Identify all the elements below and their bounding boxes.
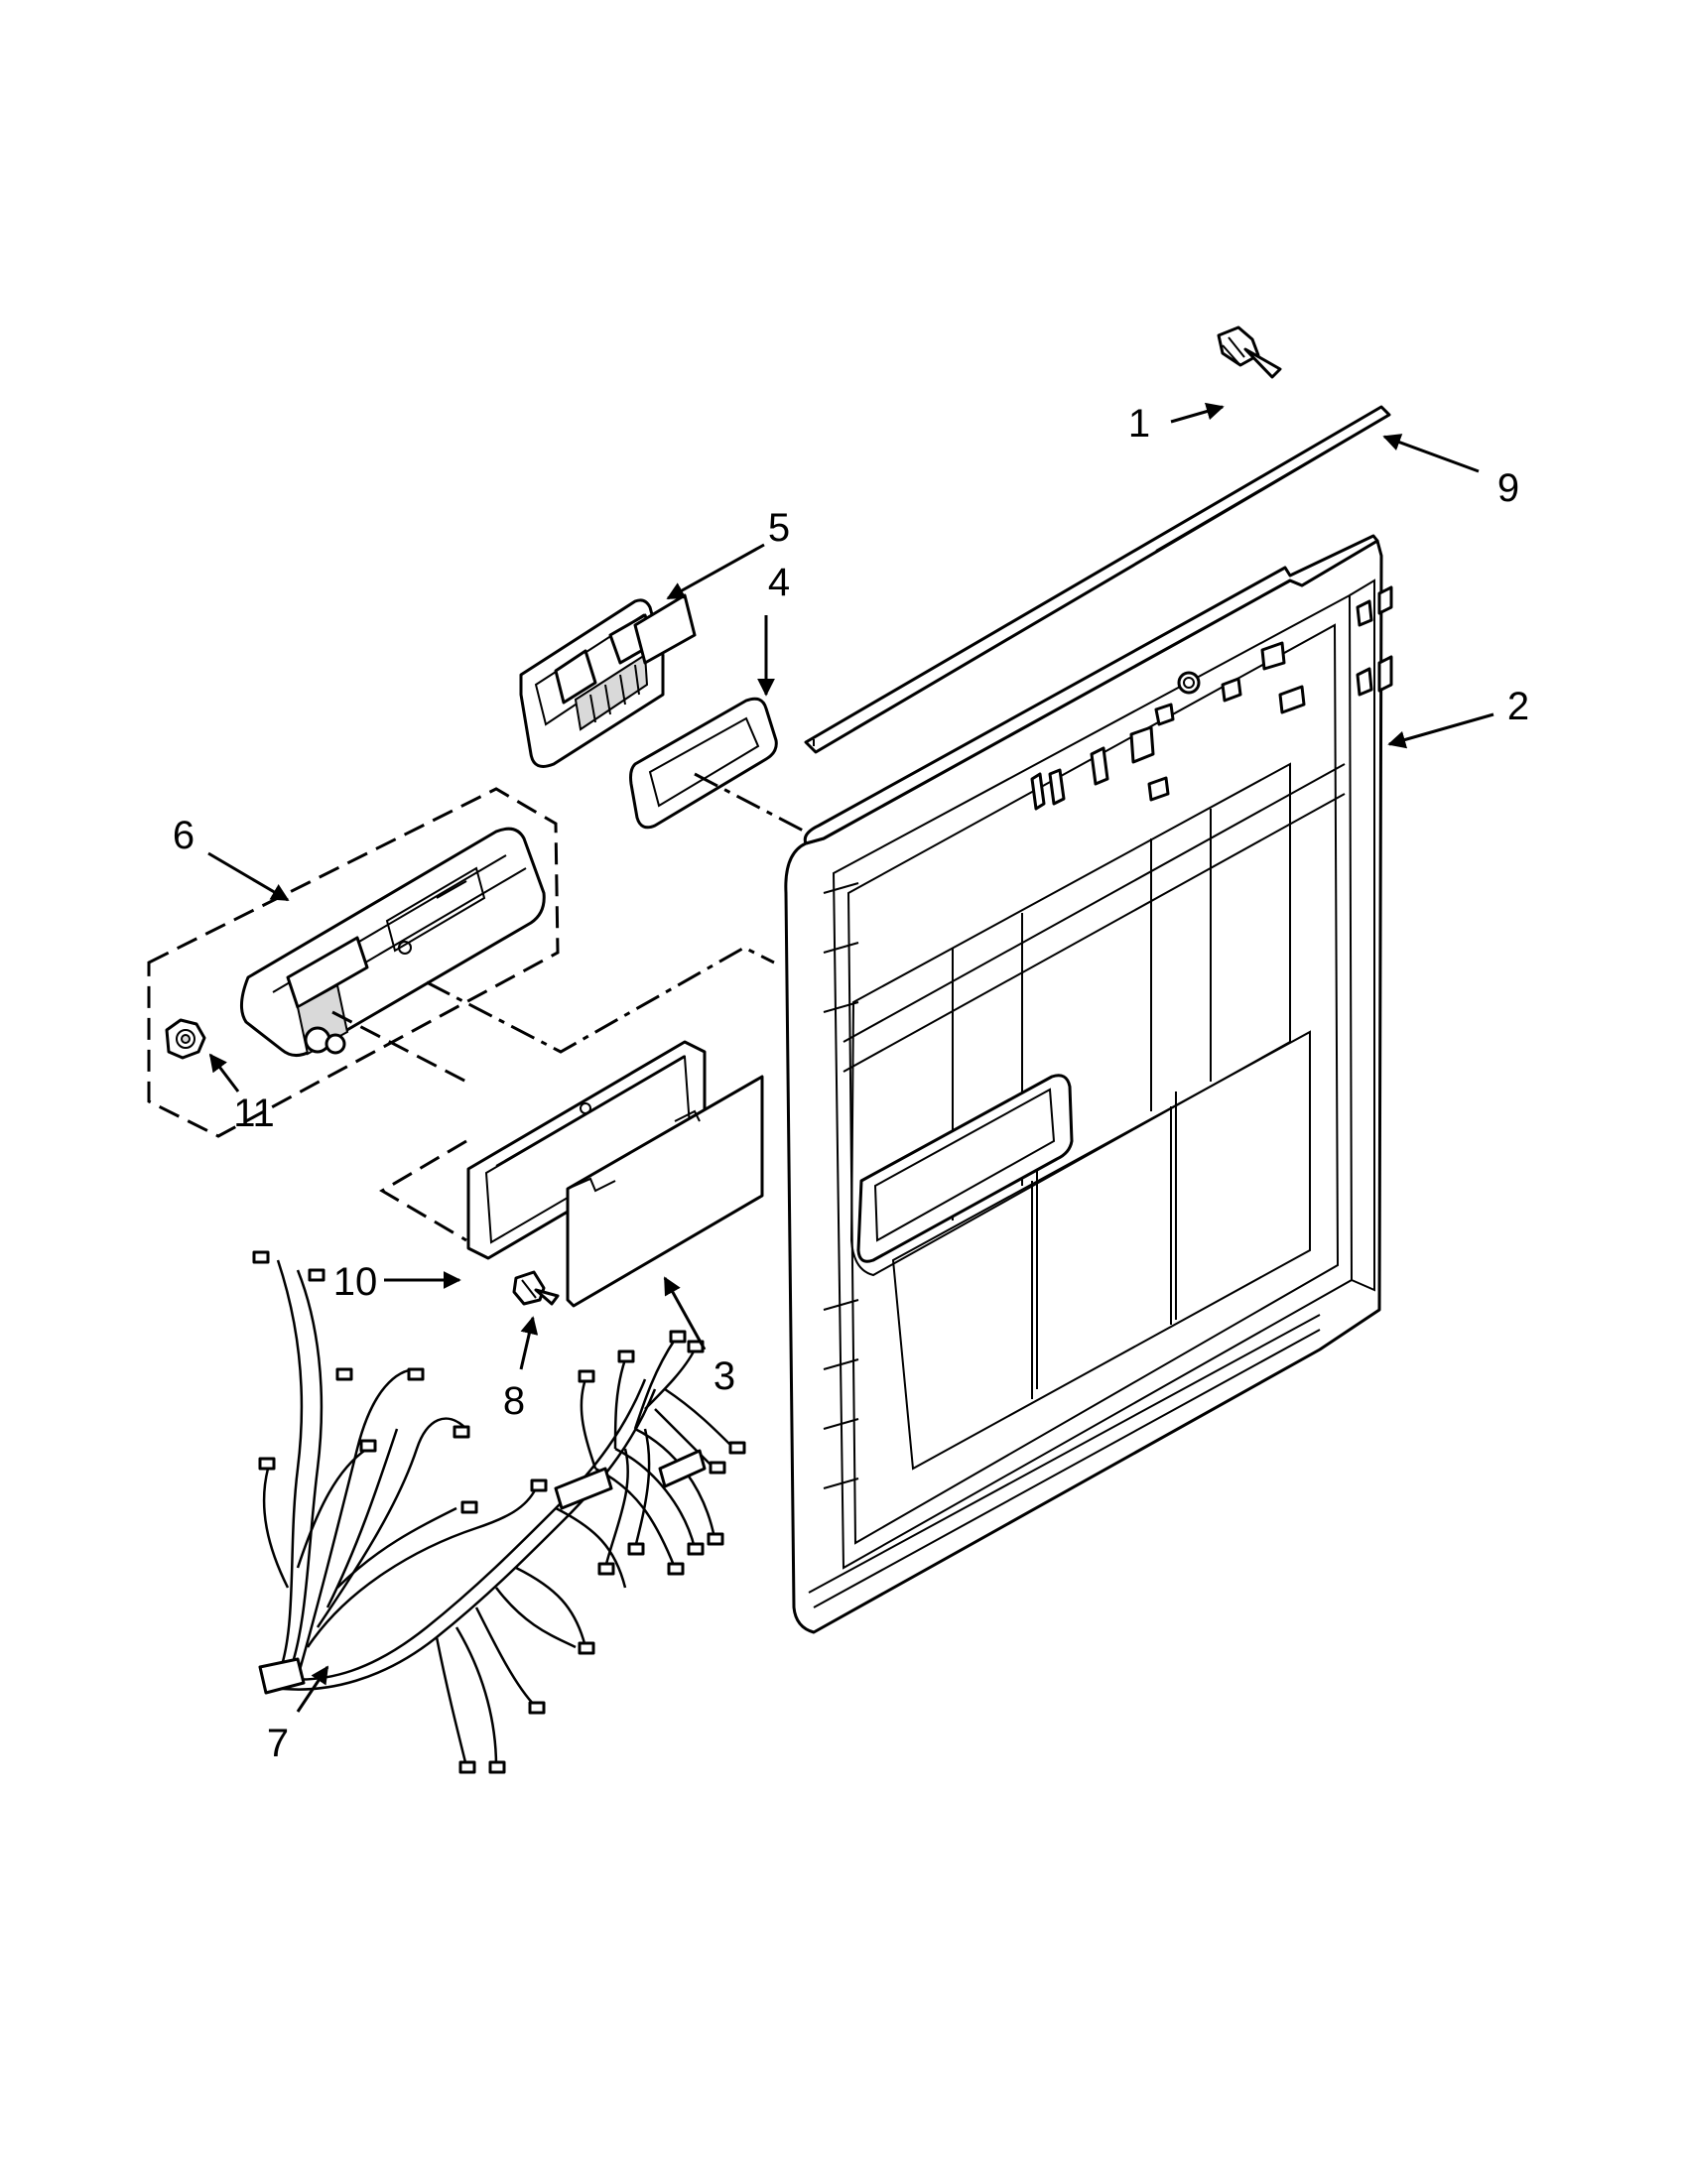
- callout-7: 7: [267, 1722, 289, 1765]
- callout-10: 10: [333, 1260, 378, 1304]
- vent-gasket-part: [629, 697, 778, 830]
- callout-1: 1: [1128, 402, 1150, 446]
- callout-11: 11: [233, 1092, 275, 1135]
- callout-5: 5: [768, 506, 790, 550]
- screw-part-8: [512, 1270, 560, 1306]
- control-housing-part: [240, 827, 546, 1057]
- callout-2: 2: [1507, 685, 1529, 728]
- vent-assembly-part: [519, 593, 697, 768]
- top-trim-strip-part: [804, 405, 1391, 754]
- inner-door-panel-part: [784, 534, 1393, 1634]
- assembly-guide-lines: [147, 772, 810, 1242]
- callout-6: 6: [173, 814, 195, 857]
- callout-leaders: [207, 402, 1494, 1713]
- callout-labels: 1 9 5 4 2 6 11 10 3 8 7: [173, 402, 1529, 1765]
- grommet-part-11: [165, 1018, 206, 1060]
- control-board-part: [566, 1075, 764, 1308]
- screw-part-1: [1217, 325, 1282, 379]
- callout-3: 3: [714, 1354, 735, 1398]
- wire-harness-part: [252, 1250, 746, 1774]
- callout-8: 8: [503, 1379, 525, 1423]
- callout-9: 9: [1497, 466, 1519, 510]
- callout-4: 4: [768, 561, 790, 604]
